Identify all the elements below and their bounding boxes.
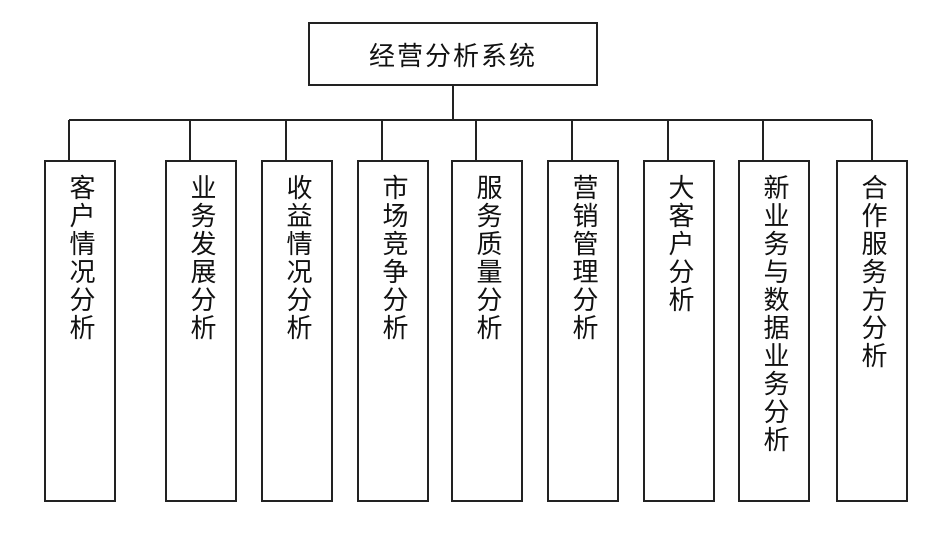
child-node-new-business-data: 新业务与数据业务分析: [738, 160, 810, 502]
child-node-revenue: 收益情况分析: [261, 160, 333, 502]
child-node-label: 合作服务方分析: [857, 174, 887, 370]
child-node-label: 服务质量分析: [472, 174, 502, 342]
child-node-partner-services: 合作服务方分析: [836, 160, 908, 502]
child-node-key-accounts: 大客户分析: [643, 160, 715, 502]
child-node-label: 新业务与数据业务分析: [759, 174, 789, 454]
child-node-market-competition: 市场竞争分析: [357, 160, 429, 502]
child-node-business-development: 业务发展分析: [165, 160, 237, 502]
child-node-label: 大客户分析: [664, 174, 694, 314]
child-node-label: 营销管理分析: [568, 174, 598, 342]
child-node-customer: 客户情况分析: [44, 160, 116, 502]
child-node-label: 业务发展分析: [186, 174, 216, 342]
child-node-marketing-management: 营销管理分析: [547, 160, 619, 502]
child-node-label: 收益情况分析: [282, 174, 312, 342]
root-node-label: 经营分析系统: [368, 41, 537, 72]
child-node-service-quality: 服务质量分析: [451, 160, 523, 502]
child-node-label: 客户情况分析: [65, 174, 95, 342]
root-node: 经营分析系统: [308, 22, 598, 86]
child-node-label: 市场竞争分析: [378, 174, 408, 342]
